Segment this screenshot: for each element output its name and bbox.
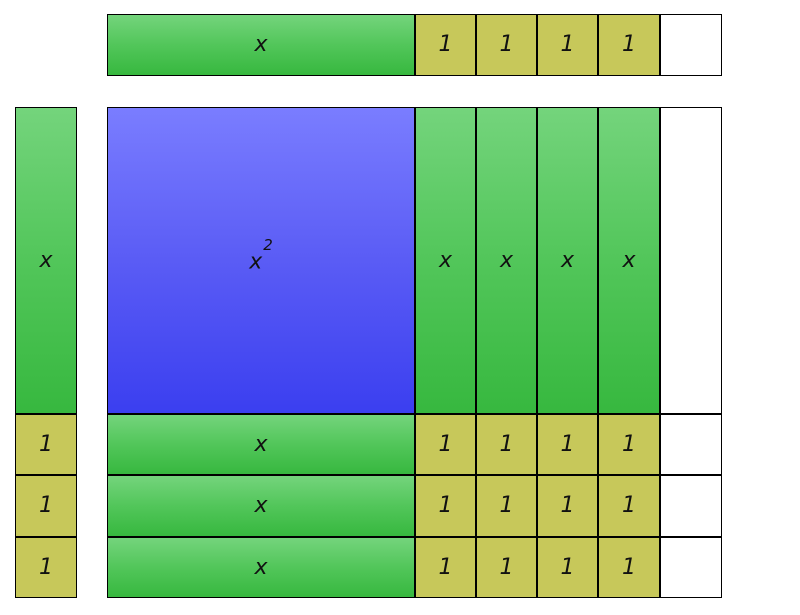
top-factor-unit-tile: 1	[598, 14, 660, 76]
tile-label: x2	[249, 235, 273, 275]
left-factor-unit-tile: 1	[15, 475, 77, 537]
tile-label: 1	[560, 493, 575, 518]
tile-label: 1	[560, 554, 575, 580]
tile-label: 1	[560, 32, 575, 57]
product-unit-tile: 1	[537, 414, 598, 475]
tile-label: x	[622, 247, 636, 273]
product-unit-tile: 1	[598, 537, 660, 598]
tile-label: 1	[39, 493, 53, 518]
product-x-tile: x	[107, 537, 415, 598]
product-unit-tile: 1	[537, 537, 598, 598]
top-factor-x-tile: x	[107, 14, 415, 76]
top-factor-unit-tile: 1	[476, 14, 537, 76]
product-x-tile: x	[107, 475, 415, 537]
tile-label: 1	[560, 431, 575, 457]
tile-label: 1	[499, 431, 514, 457]
top-factor-unit-tile: 1	[537, 14, 598, 76]
product-unit-tile: 1	[476, 537, 537, 598]
tile-label: 1	[622, 431, 636, 457]
tile-label: 1	[438, 32, 453, 57]
tile-label: 1	[622, 554, 636, 580]
tile-label: x	[39, 247, 53, 273]
tile-label: x	[560, 247, 575, 273]
tile-label: 1	[622, 32, 636, 57]
product-empty-cell	[660, 537, 722, 598]
tile-label: 1	[499, 554, 514, 580]
product-unit-tile: 1	[415, 475, 476, 537]
tile-label: 1	[622, 493, 636, 518]
product-x-tile: x	[107, 414, 415, 475]
product-x-tile: x	[476, 107, 537, 414]
tile-label: x	[254, 32, 268, 57]
tile-label: x	[499, 247, 514, 273]
tile-label: 1	[39, 554, 53, 580]
tile-label: 1	[499, 493, 514, 518]
left-factor-x-tile: x	[15, 107, 77, 414]
x-squared-tile: x2	[107, 107, 415, 414]
product-unit-tile: 1	[476, 414, 537, 475]
product-unit-tile: 1	[537, 475, 598, 537]
left-factor-unit-tile: 1	[15, 414, 77, 475]
product-x-tile: x	[415, 107, 476, 414]
top-factor-empty-cell	[660, 14, 722, 76]
tile-label: 1	[499, 32, 514, 57]
tile-label: 1	[438, 493, 453, 518]
tile-label: 1	[39, 431, 53, 457]
tile-label: 1	[438, 554, 453, 580]
product-unit-tile: 1	[415, 414, 476, 475]
product-unit-tile: 1	[415, 537, 476, 598]
tile-label: x	[438, 247, 453, 273]
left-factor-unit-tile: 1	[15, 537, 77, 598]
tile-label: x	[254, 431, 268, 457]
product-unit-tile: 1	[476, 475, 537, 537]
product-unit-tile: 1	[598, 414, 660, 475]
tile-label: 1	[438, 431, 453, 457]
top-factor-unit-tile: 1	[415, 14, 476, 76]
product-empty-cell	[660, 414, 722, 475]
product-empty-cell	[660, 107, 722, 414]
tile-label: x	[254, 493, 268, 518]
product-x-tile: x	[537, 107, 598, 414]
tile-label: x	[254, 554, 268, 580]
product-empty-cell	[660, 475, 722, 537]
product-unit-tile: 1	[598, 475, 660, 537]
product-x-tile: x	[598, 107, 660, 414]
